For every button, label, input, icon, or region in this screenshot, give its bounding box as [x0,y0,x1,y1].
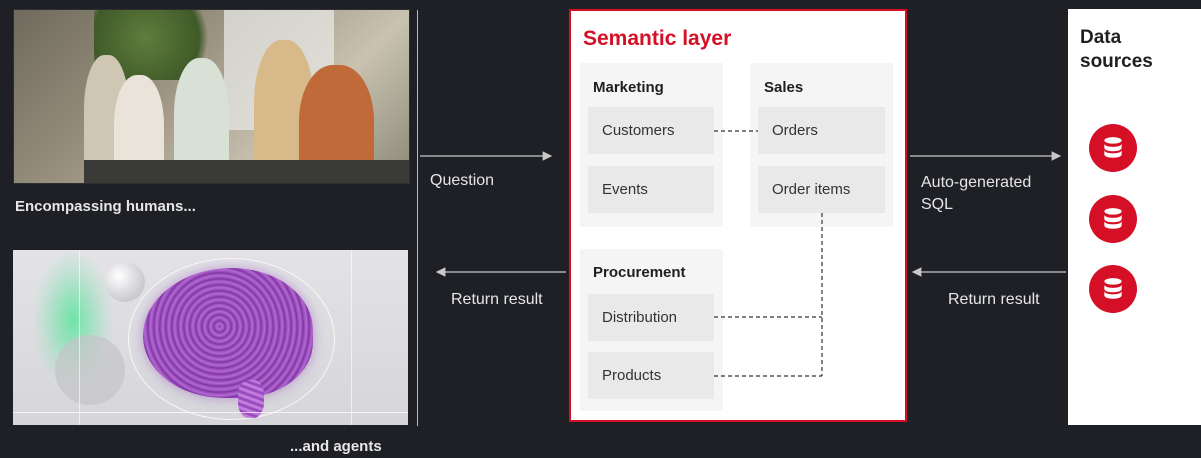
group-title-sales: Sales [764,79,804,96]
agents-caption: ...and agents [290,438,382,455]
return-result-left-label: Return result [451,291,543,308]
semantic-layer-title: Semantic layer [583,27,732,50]
entity-orders[interactable]: Orders [758,107,885,154]
humans-caption: Encompassing humans... [15,198,196,215]
entity-products[interactable]: Products [588,352,714,399]
agents-image [13,250,408,425]
database-icon [1089,265,1137,313]
divider-line [417,10,418,426]
sql-label: Auto-generated SQL [921,172,1031,216]
entity-order-items[interactable]: Order items [758,166,885,213]
return-result-right-label: Return result [948,291,1040,308]
entity-events[interactable]: Events [588,166,714,213]
group-title-procurement: Procurement [593,264,686,281]
database-icon [1089,124,1137,172]
humans-photo [13,9,410,184]
entity-distribution[interactable]: Distribution [588,294,714,341]
brain-icon [143,268,313,398]
sql-label-line2: SQL [921,196,954,213]
entity-customers[interactable]: Customers [588,107,714,154]
database-icon [1089,195,1137,243]
question-label: Question [430,172,495,189]
group-title-marketing: Marketing [593,79,664,96]
data-sources-title: Data sources [1080,27,1153,72]
sql-label-line1: Auto-generated [921,174,1032,191]
